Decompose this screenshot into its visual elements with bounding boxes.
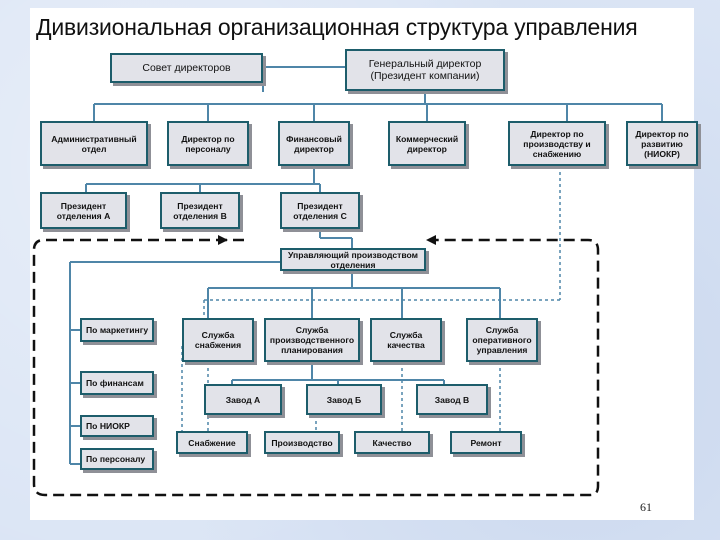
arrow-head-right — [426, 235, 436, 245]
finance-box: По финансам — [80, 371, 154, 395]
quality-box: Качество — [354, 431, 430, 454]
supply-service-box: Служба снабжения — [182, 318, 254, 362]
operations-service-box: Служба оперативного управления — [466, 318, 538, 362]
production-box: Производство — [264, 431, 340, 454]
president-division-b-box: Президент отделения В — [160, 192, 240, 229]
ceo-box: Генеральный директор (Президент компании… — [345, 49, 505, 91]
repair-box: Ремонт — [450, 431, 522, 454]
arrow-head-left — [218, 235, 228, 245]
rnd-director-box: Директор по развитию (НИОКР) — [626, 121, 698, 166]
production-director-box: Директор по производству и снабжению — [508, 121, 606, 166]
president-division-a-box: Президент отделения А — [40, 192, 127, 229]
solid-connectors — [69, 66, 663, 465]
board-of-directors-box: Совет директоров — [110, 53, 263, 83]
supply-box: Снабжение — [176, 431, 248, 454]
admin-department-box: Административный отдел — [40, 121, 148, 166]
planning-service-box: Служба производственного планирования — [264, 318, 360, 362]
financial-director-box: Финансовый директор — [278, 121, 350, 166]
page-number: 61 — [640, 500, 652, 514]
division-boundary — [32, 238, 600, 497]
personnel-box: По персоналу — [80, 448, 154, 470]
president-division-c-box: Президент отделения С — [280, 192, 360, 229]
plant-c-box: Завод В — [416, 384, 488, 415]
slide-title: Дивизиональная организационная структура… — [36, 14, 638, 40]
division-production-manager-box: Управляющий производством отделения — [280, 248, 426, 271]
marketing-box: По маркетингу — [80, 318, 154, 342]
plant-b-box: Завод Б — [306, 384, 382, 415]
plant-a-box: Завод А — [204, 384, 282, 415]
quality-service-box: Служба качества — [370, 318, 442, 362]
hr-director-box: Директор по персоналу — [167, 121, 249, 166]
rnd-box: По НИОКР — [80, 415, 154, 437]
commercial-director-box: Коммерческий директор — [388, 121, 466, 166]
